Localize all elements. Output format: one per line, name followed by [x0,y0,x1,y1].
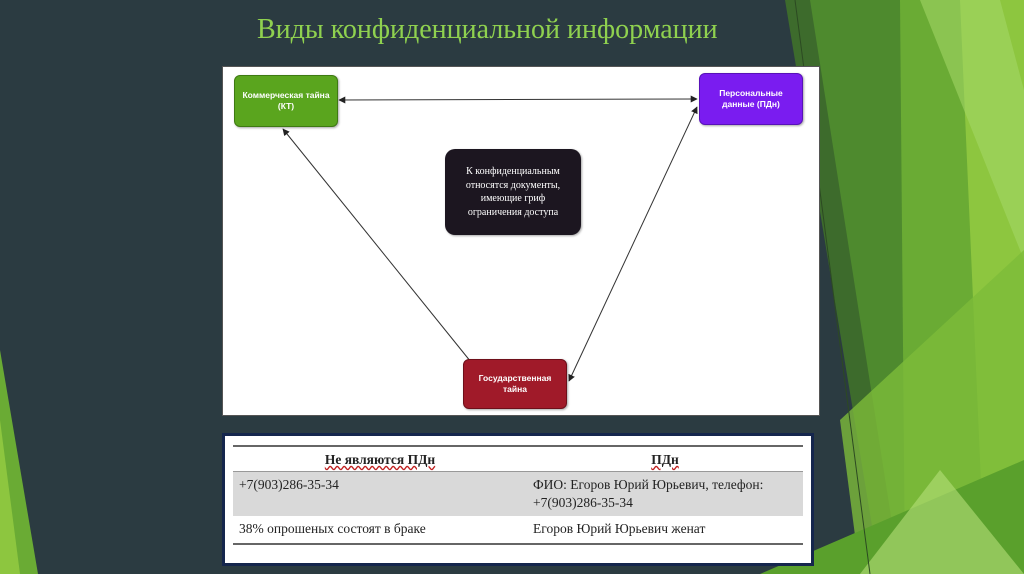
header-pd-label: ПДн [651,452,679,467]
node-commercial-secret: Коммерческая тайна (КТ) [234,75,338,127]
header-not-pd-label: Не являются ПДн [324,452,436,467]
comparison-table-frame: Не являются ПДн ПДн +7(903)286-35-34 ФИО… [222,433,814,566]
arrow-kt-gt [282,128,476,368]
node-state-secret: Государственная тайна [463,359,567,409]
table-row: +7(903)286-35-34 ФИО: Егоров Юрий Юрьеви… [233,471,803,517]
node-note: К конфиденциальным относятся документы, … [445,149,581,235]
table-row: 38% опрошеных состоят в браке Егоров Юри… [233,516,803,545]
table-cell: ФИО: Егоров Юрий Юрьевич, телефон: +7(90… [527,471,803,517]
node-personal-data: Персональные данные (ПДн) [699,73,803,125]
header-not-pd: Не являются ПДн [233,445,527,472]
slide-title: Виды конфиденциальной информации [257,14,718,45]
diagram-arrows [282,95,698,382]
table-cell: Егоров Юрий Юрьевич женат [527,516,803,545]
header-pd: ПДн [527,445,803,472]
table-cell: +7(903)286-35-34 [233,471,527,517]
table-cell: 38% опрошеных состоят в браке [233,516,527,545]
arrow-pd-gt [568,106,698,382]
diagram-panel: Коммерческая тайна (КТ) Персональные дан… [222,66,820,416]
comparison-table: Не являются ПДн ПДн +7(903)286-35-34 ФИО… [233,445,803,545]
arrow-kt-pd [338,95,698,104]
